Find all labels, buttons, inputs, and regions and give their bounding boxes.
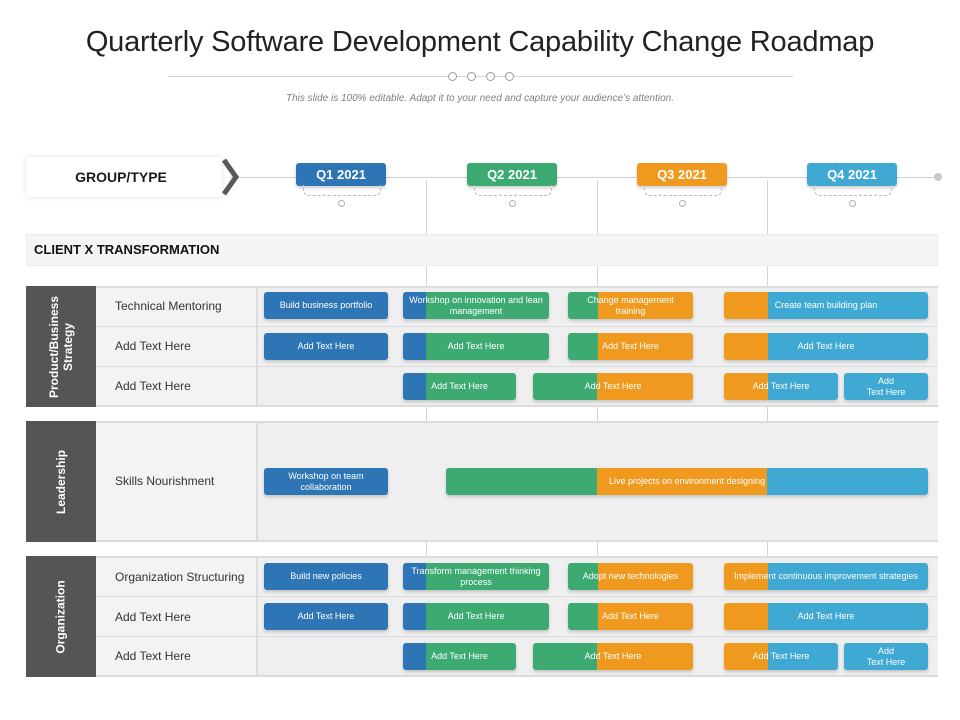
group-type-box [26,157,222,197]
task-bar[interactable]: Add Text Here [724,333,928,360]
row-label: Add Text Here [115,649,191,663]
task-bar[interactable]: Add Text Here [724,603,928,630]
task-bar[interactable]: Add Text Here [533,643,693,670]
task-bar[interactable]: Add Text Here [724,643,838,670]
row-label: Skills Nourishment [115,474,215,488]
section-label-line: Strategy [61,322,75,371]
section-side-label-bg [26,556,96,677]
task-bar[interactable]: Adopt new technologies [568,563,693,590]
task-label-line: Add [877,375,894,386]
row-label-column [96,558,256,675]
task-label-line: Text Here [866,386,906,397]
task-bar[interactable]: Live projects on environment designing [446,468,928,495]
quarter-bracket-dot [338,200,345,207]
section-label-leadership: Leadership [54,449,68,514]
row-label: Add Text Here [115,610,191,624]
task-bar[interactable]: Create team building plan [724,292,928,319]
section-side-label-bg [26,286,96,407]
section-side-label-bg [26,421,96,542]
quarter-bracket [474,185,552,196]
row-separator [96,326,938,327]
quarter-bracket [303,185,381,196]
task-bar[interactable]: Add Text Here [403,603,549,630]
divider-dot [486,72,495,81]
quarter-bracket [644,185,722,196]
row-label-column [96,288,256,405]
quarter-bracket-dot [509,200,516,207]
quarter-q3[interactable]: Q3 2021 [637,163,727,186]
section-side-label-wrap: Product/Business Strategy [26,286,96,407]
task-bar[interactable]: Add Text Here [568,333,693,360]
section-label-product-strategy: Product/Business Strategy [47,295,75,397]
section-label-organization: Organization [54,579,68,654]
task-bar[interactable]: Add Text Here [403,333,549,360]
task-bar[interactable]: Add Text Here [264,333,388,360]
column-separator [256,423,258,540]
section-side-label-wrap: Leadership [26,421,96,542]
timeline-end-dot [934,173,942,181]
task-bar[interactable]: Add Text Here [403,643,516,670]
page-title: Quarterly Software Development Capabilit… [85,26,875,58]
row-label: Add Text Here [115,379,191,393]
quarter-q2[interactable]: Q2 2021 [467,163,557,186]
row-separator [96,596,938,597]
row-separator [96,366,938,367]
task-bar[interactable]: Transform management thinking process [403,563,549,590]
quarter-bracket-dot [679,200,686,207]
section-side-label-wrap: Organization [26,556,96,677]
client-bar [26,234,938,266]
task-bar[interactable]: Add Text Here [264,603,388,630]
row-label: Add Text Here [115,339,191,353]
task-bar[interactable]: Workshop on innovation and lean manageme… [403,292,549,319]
task-label-line: Add [877,645,894,656]
task-bar[interactable]: Build new policies [264,563,388,590]
task-bar[interactable]: Add Text Here [533,373,693,400]
quarter-q1[interactable]: Q1 2021 [296,163,386,186]
client-label: CLIENT X TRANSFORMATION [34,242,220,257]
quarter-bracket-dot [849,200,856,207]
task-bar[interactable]: Add Text Here [844,643,928,670]
row-separator [96,636,938,637]
group-type-label: GROUP/TYPE [75,169,167,185]
quarter-bracket [814,185,892,196]
task-bar[interactable]: Add Text Here [403,373,516,400]
column-separator [256,288,258,405]
task-bar[interactable]: Add Text Here [844,373,928,400]
task-bar[interactable]: Add Text Here [568,603,693,630]
row-label-column [96,423,256,540]
title-divider [168,76,793,77]
section-label-line: Product/Business [47,295,61,398]
chevron-right-icon [221,158,240,196]
page-subtitle: This slide is 100% editable. Adapt it to… [285,93,675,104]
divider-dot [505,72,514,81]
task-label-line: Text Here [866,656,906,667]
task-bar[interactable]: Implement continuous improvement strateg… [724,563,928,590]
quarter-q4[interactable]: Q4 2021 [807,163,897,186]
task-bar[interactable]: Build business portfolio [264,292,388,319]
row-label: Technical Mentoring [115,299,222,313]
divider-dot [467,72,476,81]
row-label: Organization Structuring [115,570,245,584]
task-bar[interactable]: Workshop on team collaboration [264,468,388,495]
task-bar[interactable]: Add Text Here [724,373,838,400]
task-bar[interactable]: Change management training [568,292,693,319]
column-separator [256,558,258,675]
divider-dot [448,72,457,81]
timeline-line [230,177,938,178]
